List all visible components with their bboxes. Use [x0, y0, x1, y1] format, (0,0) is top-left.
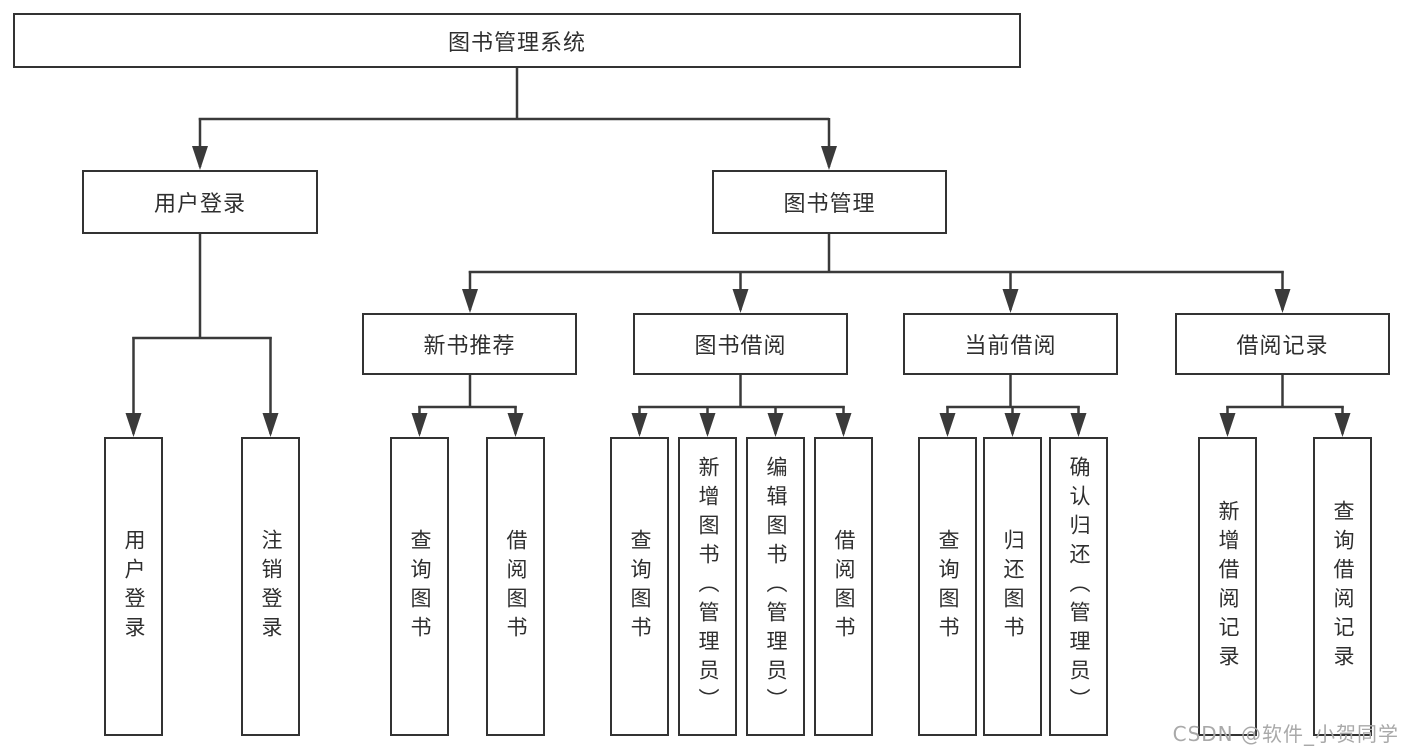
- leaf-return-books: 归还图书: [983, 437, 1042, 736]
- leaf-confirm-return-admin: 确认归还（管理员）: [1049, 437, 1108, 736]
- leaf-logout-login: 注销登录: [241, 437, 300, 736]
- node-new-book-recommendation: 新书推荐: [362, 313, 577, 375]
- leaf-add-books-admin: 新增图书（管理员）: [678, 437, 737, 736]
- node-current-borrowing: 当前借阅: [903, 313, 1118, 375]
- node-book-borrowing: 图书借阅: [633, 313, 848, 375]
- leaf-query-borrow-record: 查询借阅记录: [1313, 437, 1372, 736]
- leaf-user-login: 用户登录: [104, 437, 163, 736]
- leaf-borrow-books-recommend: 借阅图书: [486, 437, 545, 736]
- node-library-management-system: 图书管理系统: [13, 13, 1021, 68]
- node-book-management: 图书管理: [712, 170, 947, 234]
- leaf-borrow-books: 借阅图书: [814, 437, 873, 736]
- node-user-login: 用户登录: [82, 170, 318, 234]
- node-borrowing-records: 借阅记录: [1175, 313, 1390, 375]
- leaf-edit-books-admin: 编辑图书（管理员）: [746, 437, 805, 736]
- leaf-query-books-current: 查询图书: [918, 437, 977, 736]
- leaf-add-borrow-record: 新增借阅记录: [1198, 437, 1257, 736]
- leaf-query-books-borrow: 查询图书: [610, 437, 669, 736]
- csdn-watermark: CSDN @软件_小贺同学: [1172, 722, 1399, 746]
- leaf-query-books-recommend: 查询图书: [390, 437, 449, 736]
